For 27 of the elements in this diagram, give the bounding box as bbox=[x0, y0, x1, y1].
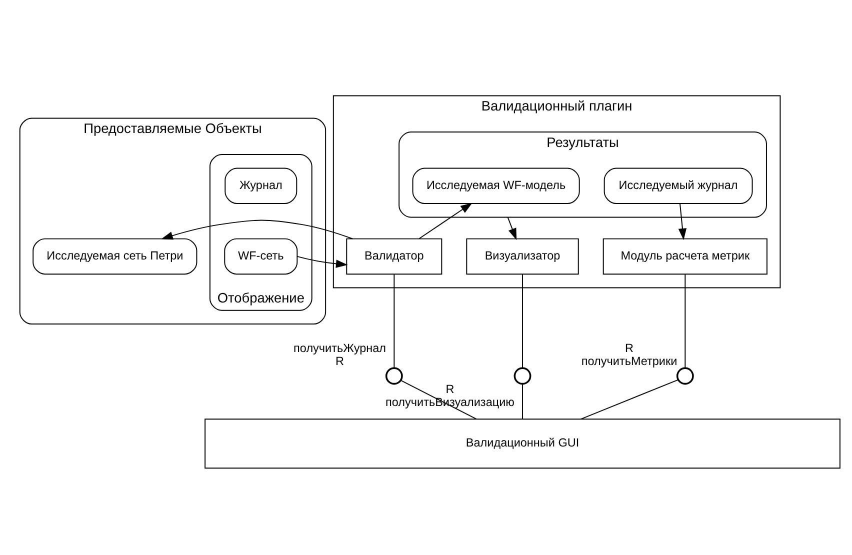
node-label: R bbox=[336, 354, 344, 368]
node-circle bbox=[676, 366, 694, 384]
node-box: Валидатор bbox=[346, 238, 442, 274]
node-label: R bbox=[625, 342, 634, 355]
node-box: Валидационный GUI bbox=[204, 418, 840, 468]
node-label: R bbox=[446, 382, 454, 396]
connector bbox=[522, 383, 523, 420]
node-label: получитьМетрики bbox=[581, 354, 678, 368]
node-box: Модуль расчета метрик bbox=[602, 238, 768, 274]
connector bbox=[394, 273, 395, 368]
arrow bbox=[507, 216, 517, 240]
arrow bbox=[418, 202, 472, 239]
node-box: Исследуемый журнал bbox=[604, 167, 753, 204]
node-box: Исследуемая WF-модель bbox=[412, 167, 580, 204]
arrow bbox=[296, 255, 348, 268]
node-box: WF-сеть bbox=[224, 238, 298, 274]
node-box: Визуализатор bbox=[466, 238, 579, 274]
node-box: Исследуемая сеть Петри bbox=[32, 238, 198, 274]
node-label: получитьЖурнал bbox=[294, 342, 386, 355]
node-circle bbox=[514, 366, 532, 384]
node-circle bbox=[385, 366, 403, 384]
node-box: Журнал bbox=[224, 167, 298, 204]
connector bbox=[684, 273, 686, 368]
connector bbox=[580, 378, 679, 419]
arrow bbox=[678, 202, 687, 240]
connector bbox=[522, 273, 523, 368]
arrow bbox=[161, 219, 353, 240]
